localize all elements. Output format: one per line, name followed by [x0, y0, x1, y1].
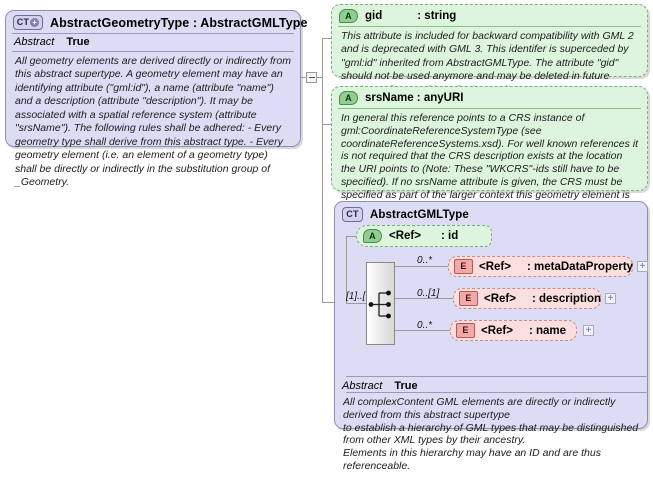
main-type-title: AbstractGeometryType : AbstractGMLType: [50, 15, 308, 30]
base-type-title: AbstractGMLType: [370, 208, 469, 221]
sequence-to-metadataproperty: [395, 266, 448, 267]
id-name: : id: [440, 230, 459, 242]
gid-header: A gid : string: [332, 5, 647, 26]
base-type-header: CT AbstractGMLType: [335, 202, 647, 225]
element-badge: E: [456, 323, 475, 338]
gid-type: : string: [417, 10, 457, 22]
element-row-name[interactable]: E <Ref> : name: [450, 320, 577, 341]
base-type-internal-trunk: [346, 236, 347, 303]
element-badge: E: [459, 291, 478, 306]
base-type-footer-divider-bottom: [346, 392, 648, 393]
id-attribute-box[interactable]: A <Ref> : id: [356, 225, 492, 247]
main-type-header-divider: [12, 33, 294, 34]
metadataproperty-occurrence: 0..*: [417, 255, 433, 266]
complex-type-badge: CT+: [13, 15, 43, 30]
connector-trunk: [322, 38, 323, 303]
srsname-header: A srsName : anyURI: [332, 87, 647, 108]
base-type-branch-id: [346, 236, 356, 237]
srsname-divider: [338, 108, 641, 109]
sequence-compositor[interactable]: [366, 262, 395, 345]
base-type-doc-line-1: All complexContent GML elements are dire…: [343, 396, 616, 421]
complex-type-badge: CT: [342, 207, 363, 222]
attribute-badge: A: [363, 229, 382, 243]
metadataproperty-expander[interactable]: +: [637, 261, 648, 272]
element-badge: E: [454, 259, 473, 274]
description-expander[interactable]: +: [605, 293, 616, 304]
metadataproperty-ref-label: <Ref>: [479, 260, 511, 273]
srsname-attribute-box[interactable]: A srsName : anyURI In general this refer…: [331, 86, 648, 214]
plus-circle-icon: +: [30, 18, 40, 27]
connector-branch-srsname: [322, 124, 331, 125]
main-type-documentation: All geometry elements are derived direct…: [15, 55, 292, 188]
name-occurrence: 0..*: [417, 320, 433, 331]
sequence-to-description: [395, 298, 453, 299]
main-type-header: CT+ AbstractGeometryType : AbstractGMLTy…: [6, 11, 307, 33]
main-type-abstract-row: Abstract True: [6, 34, 300, 51]
base-type-doc-line-3: Elements in this hierarchy may have an I…: [343, 447, 601, 472]
connector-stub-left: [301, 77, 306, 78]
abstract-value: True: [394, 380, 418, 392]
connector-branch-basetype: [322, 302, 334, 303]
main-type-props-divider: [12, 51, 294, 52]
connector-stub-right: [317, 77, 323, 78]
description-name: : description: [531, 292, 601, 305]
connector-branch-gid: [322, 38, 331, 39]
main-type-box[interactable]: CT+ AbstractGeometryType : AbstractGMLTy…: [5, 10, 307, 188]
gid-attribute-box[interactable]: A gid : string This attribute is include…: [331, 4, 648, 96]
name-header: E <Ref> : name: [451, 321, 576, 340]
metadataproperty-name: : metaDataProperty: [526, 260, 634, 273]
minus-icon: [308, 77, 315, 78]
description-ref-label: <Ref>: [484, 292, 516, 305]
name-name: : name: [528, 324, 567, 337]
description-occurrence: 0..[1]: [417, 288, 440, 299]
gid-documentation: This attribute is included for backward …: [341, 30, 634, 96]
id-attribute-header: A <Ref> : id: [357, 226, 491, 246]
base-type-documentation: All complexContent GML elements are dire…: [334, 393, 653, 479]
abstract-value: True: [66, 36, 90, 48]
element-row-metadataproperty[interactable]: E <Ref> : metaDataProperty: [448, 256, 633, 277]
collapse-toggle[interactable]: [306, 72, 317, 83]
id-ref-label: <Ref>: [389, 230, 421, 242]
name-ref-label: <Ref>: [481, 324, 513, 337]
metadataproperty-header: E <Ref> : metaDataProperty: [449, 257, 634, 276]
sequence-to-name: [395, 330, 450, 331]
base-type-footer-divider-top: [346, 376, 648, 377]
srsname-documentation: In general this reference points to a CR…: [341, 112, 639, 214]
base-type-branch-sequence: [346, 303, 367, 304]
description-header: E <Ref> : description: [454, 289, 601, 308]
gid-name: gid: [365, 10, 383, 22]
element-row-description[interactable]: E <Ref> : description: [453, 288, 601, 309]
base-type-abstract-row: Abstract True: [334, 378, 650, 395]
attribute-badge: A: [339, 9, 358, 23]
srsname-name: srsName : anyURI: [365, 92, 464, 104]
gid-divider: [338, 26, 641, 27]
abstract-label: Abstract: [342, 380, 383, 392]
base-type-doc-line-2: to establish a hierarchy of GML types th…: [343, 421, 639, 447]
sequence-icon: [368, 290, 391, 319]
attribute-badge: A: [339, 91, 358, 105]
abstract-label: Abstract: [14, 36, 55, 48]
complex-type-badge-label: CT: [16, 17, 30, 27]
name-expander[interactable]: +: [583, 325, 594, 336]
sequence-occurrence: [1]..[1]: [346, 291, 374, 302]
